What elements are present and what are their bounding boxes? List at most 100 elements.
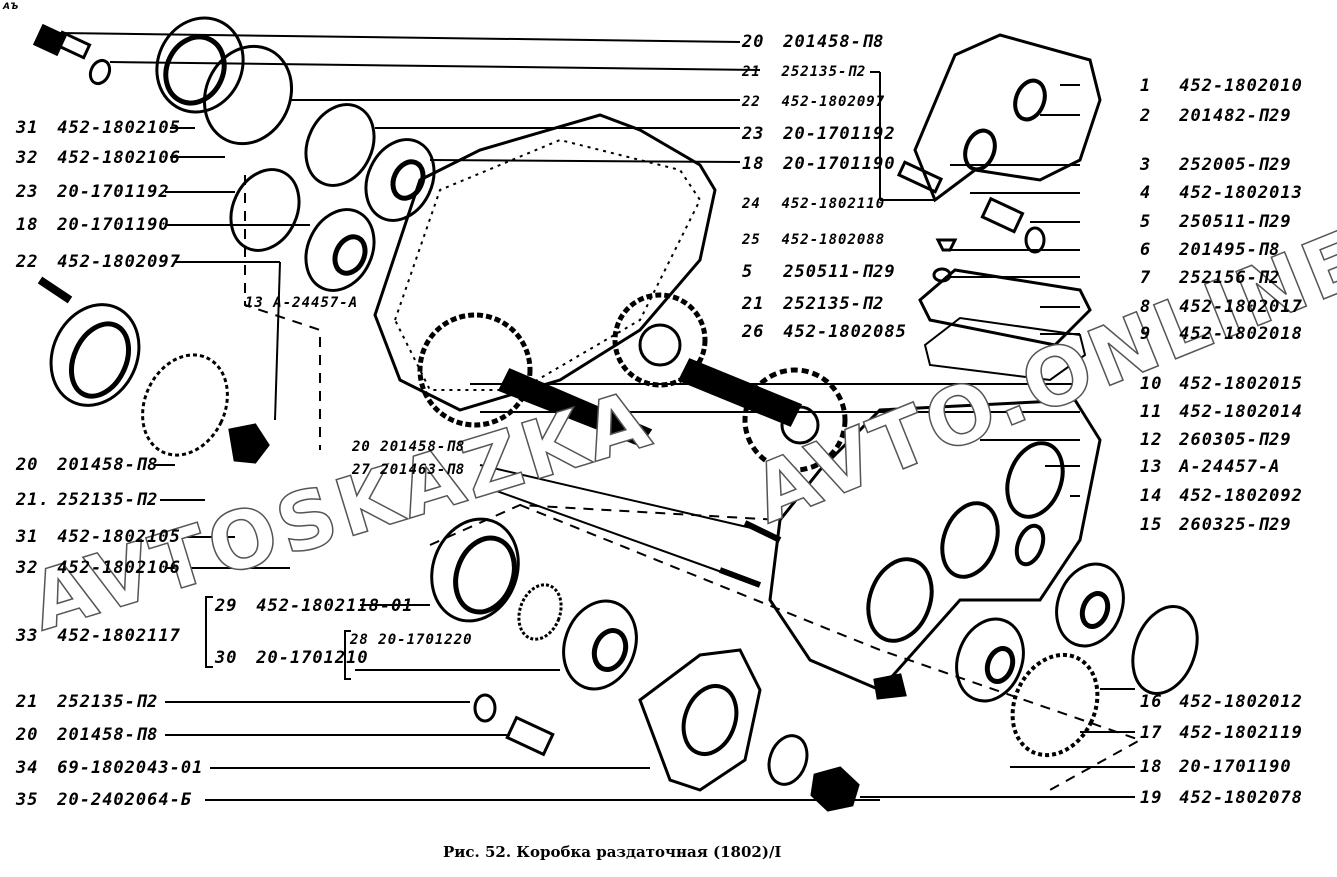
part-label: 5 250511-П29: [1140, 212, 1292, 232]
washer-top-left: [88, 58, 112, 86]
part-label: 1 452-1802010: [1140, 76, 1303, 96]
part-label: 18 20-1701190: [742, 154, 896, 174]
washer-flange: [767, 734, 809, 786]
part-label: 20 201458-П8: [16, 725, 159, 745]
part-label: 9 452-1802018: [1140, 324, 1303, 344]
nut-35: [810, 766, 860, 812]
part-label: 10 452-1802015: [1140, 374, 1303, 394]
drain-plug: [873, 673, 907, 700]
plate-cover: [918, 268, 1092, 347]
assembly-bracket: [205, 596, 213, 668]
part-label: 23 20-1701192: [742, 124, 896, 144]
part-label: 18 20-1701190: [1140, 757, 1292, 777]
assembly-label: 33 452-1802117: [16, 626, 181, 646]
corner-mark: АЪ: [3, 2, 19, 12]
part-label: 13 А-24457-А: [245, 295, 359, 311]
bearing-30: [562, 599, 638, 691]
assembly-child-label: 30 20-1701210: [215, 648, 369, 668]
cover-plug-15: [1131, 604, 1199, 696]
bearing-cover-top-left: [155, 16, 245, 114]
part-label: 31 452-1802105: [16, 118, 181, 138]
part-label: 16 452-1802012: [1140, 692, 1303, 712]
nut-small: [1024, 226, 1046, 254]
part-label: 5 250511-П29: [742, 262, 896, 282]
part-label: 12 260305-П29: [1140, 430, 1292, 450]
gasket-left: [141, 353, 229, 457]
gear-left: [417, 312, 533, 428]
washer-bottom: [473, 693, 497, 723]
circlip-lower: [229, 168, 301, 252]
part-label: 8 452-1802017: [1140, 297, 1303, 317]
bearing-housing-29: [430, 517, 520, 623]
housing-bore-1: [1005, 441, 1065, 519]
part-label: 25 452-1802088: [742, 232, 886, 248]
flange-34-bore: [681, 684, 739, 756]
gasket-main: [393, 138, 702, 391]
housing-bore-2: [940, 501, 1000, 579]
housing-cover: [373, 113, 717, 412]
part-label: 20 201458-П8: [16, 455, 159, 475]
part-label: 13 А-24457-А: [1140, 457, 1281, 477]
sleeve: [980, 196, 1025, 234]
figure-caption: Рис. 52. Коробка раздаточная (1802)/I: [443, 843, 782, 861]
part-label: 21. 252135-П2: [16, 490, 159, 510]
part-label: 18 20-1701190: [16, 215, 170, 235]
part-label: 7 252156-П2: [1140, 268, 1281, 288]
part-label: 22 452-1802097: [16, 252, 181, 272]
sub-assembly-bracket: [344, 630, 351, 680]
part-label: 32 452-1802106: [16, 148, 181, 168]
bolt-left: [37, 276, 73, 304]
part-label: 20 201458-П8: [352, 439, 466, 455]
assembly-child-label: 29 452-1802118-01: [215, 596, 414, 616]
housing-main: [768, 398, 1102, 692]
bearing-cover-left: [49, 303, 141, 407]
part-label: 27 201463-П8: [352, 462, 466, 478]
gasket-top-left: [202, 44, 294, 146]
part-label: 20 201458-П8: [742, 32, 885, 52]
part-label: 15 260325-П29: [1140, 515, 1292, 535]
part-label: 32 452-1802106: [16, 558, 181, 578]
top-right-hole-1: [1013, 78, 1047, 122]
part-label: 2 201482-П29: [1140, 106, 1292, 126]
part-label: 3 252005-П29: [1140, 155, 1292, 175]
bolt-bottom: [505, 715, 555, 757]
circlip-upper: [304, 103, 376, 187]
part-label: 31 452-1802105: [16, 527, 181, 547]
part-label: 21 252135-П2: [742, 294, 885, 314]
part-label: 21 252135-П2: [16, 692, 159, 712]
bearing-right-2: [955, 617, 1025, 703]
part-label: 22 452-1802097: [742, 94, 886, 110]
part-label: 4 452-1802013: [1140, 183, 1303, 203]
assembly-grandchild-label: 28 20-1701220: [350, 632, 473, 648]
part-label: 35 20-2402064-Б: [16, 790, 193, 810]
part-label: 14 452-1802092: [1140, 486, 1303, 506]
nut-left-mid: [228, 423, 270, 464]
part-label: 34 69-1802043-01: [16, 758, 204, 778]
part-label: 11 452-1802014: [1140, 402, 1303, 422]
bolt-20-mid: [743, 520, 782, 543]
housing-bore-4: [1014, 523, 1046, 567]
pin: [896, 160, 944, 194]
bolt-top-left: [32, 23, 92, 60]
housing-bore-3: [866, 557, 934, 643]
bolt-27: [718, 567, 762, 588]
part-label: 23 20-1701192: [16, 182, 170, 202]
shaft-gear-right: [677, 358, 848, 473]
gasket-right: [1010, 652, 1100, 758]
part-label: 26 452-1802085: [742, 322, 907, 342]
part-label: 6 201495-П8: [1140, 240, 1281, 260]
top-right-cover: [913, 33, 1102, 203]
part-label: 19 452-1802078: [1140, 788, 1303, 808]
part-label: 21 252135-П2: [742, 64, 867, 80]
part-label: 24 452-1802110: [742, 196, 886, 212]
flange-34: [638, 648, 762, 792]
circlip-28: [517, 583, 563, 641]
bearing-right-1: [1055, 562, 1125, 648]
bearing-lower: [304, 208, 376, 292]
gear-center: [612, 292, 708, 388]
bolt-small: [935, 238, 958, 252]
plate-gasket: [923, 316, 1087, 382]
bearing-upper: [364, 138, 436, 222]
part-label: 17 452-1802119: [1140, 723, 1303, 743]
